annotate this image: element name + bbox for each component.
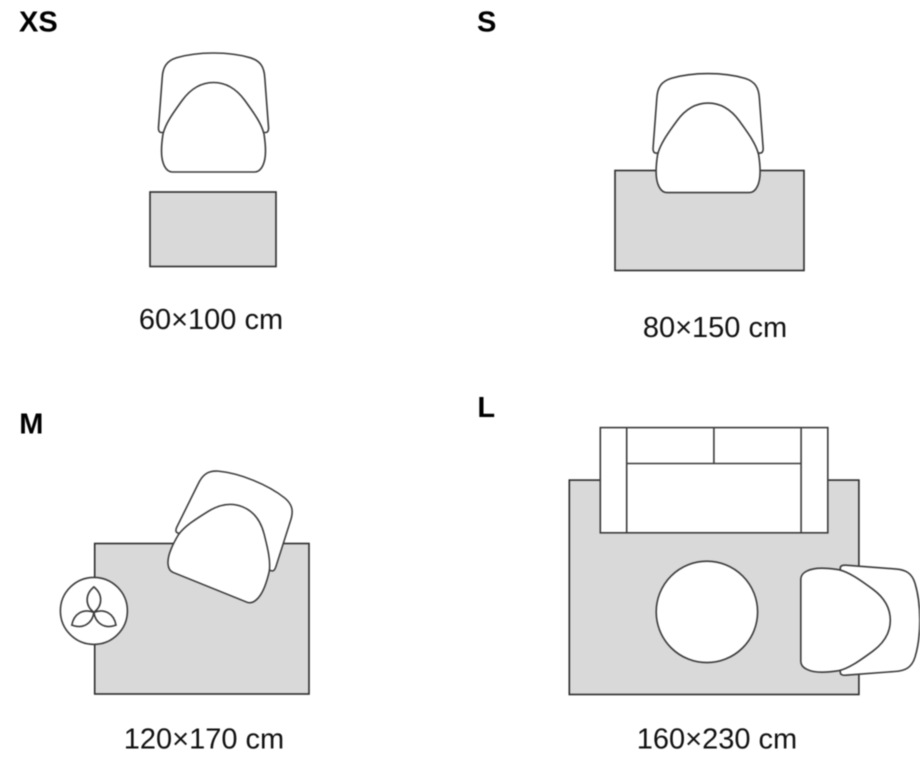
svg-text:S: S	[477, 7, 496, 39]
svg-text:XS: XS	[19, 6, 58, 38]
svg-text:60×100 cm: 60×100 cm	[139, 304, 283, 336]
svg-text:160×230 cm: 160×230 cm	[637, 723, 797, 755]
svg-text:120×170 cm: 120×170 cm	[124, 724, 284, 756]
svg-text:80×150 cm: 80×150 cm	[643, 312, 787, 344]
svg-text:L: L	[477, 392, 495, 424]
svg-text:M: M	[19, 408, 43, 440]
